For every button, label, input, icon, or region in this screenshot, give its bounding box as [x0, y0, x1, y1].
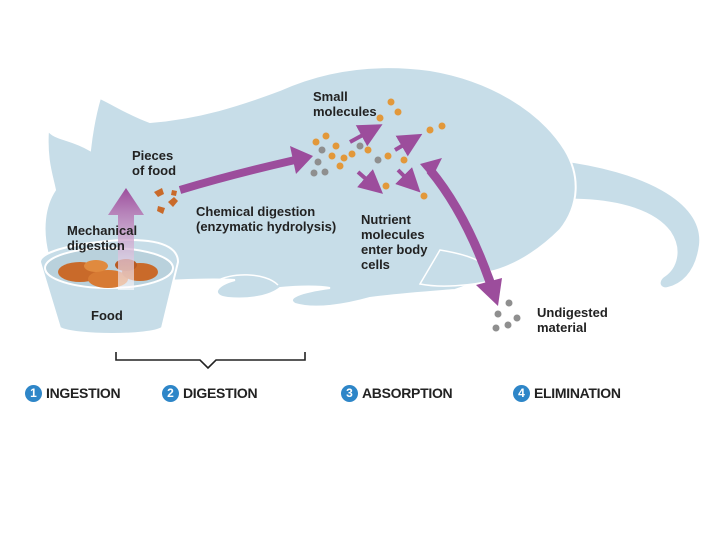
absorption-arrows	[349, 124, 423, 194]
step-number-badge: 3	[341, 384, 358, 402]
step-label: INGESTION	[46, 385, 121, 401]
label-undigested-material: Undigested material	[537, 305, 608, 335]
step-label: DIGESTION	[183, 385, 258, 401]
step-absorption: 3 ABSORPTION	[341, 384, 453, 402]
food-pieces	[154, 188, 178, 214]
label-pieces-of-food: Pieces of food	[132, 148, 177, 178]
step-elimination: 4 ELIMINATION	[513, 384, 621, 402]
cat-front-paw	[214, 274, 279, 286]
step-number-badge: 1	[25, 384, 42, 402]
step-digestion: 2 DIGESTION	[162, 384, 258, 402]
step-number-badge: 4	[513, 384, 530, 402]
label-food: Food	[91, 308, 123, 323]
small-molecules	[364, 98, 446, 200]
label-nutrient-molecules: Nutrient molecules enter body cells	[361, 212, 428, 272]
step-label: ABSORPTION	[362, 385, 453, 401]
digestion-bracket	[115, 352, 306, 370]
undigested-material-dots	[492, 299, 521, 332]
label-small-molecules: Small molecules	[313, 89, 377, 119]
cat-tail	[553, 158, 702, 290]
label-mechanical-digestion: Mechanical digestion	[67, 223, 138, 253]
step-number-badge: 2	[162, 384, 179, 402]
elimination-arrow	[426, 167, 495, 284]
label-chemical-digestion: Chemical digestion (enzymatic hydrolysis…	[196, 204, 337, 234]
step-ingestion: 1 INGESTION	[25, 384, 121, 402]
elimination-arrowhead	[476, 278, 502, 306]
chemical-digestion-arrowhead	[290, 146, 313, 174]
molecule-cluster	[310, 132, 364, 177]
mechanical-digestion-arrow	[108, 188, 144, 290]
step-label: ELIMINATION	[534, 385, 621, 401]
elimination-arrowhead-top	[420, 158, 442, 178]
chemical-digestion-arrow	[178, 156, 296, 194]
